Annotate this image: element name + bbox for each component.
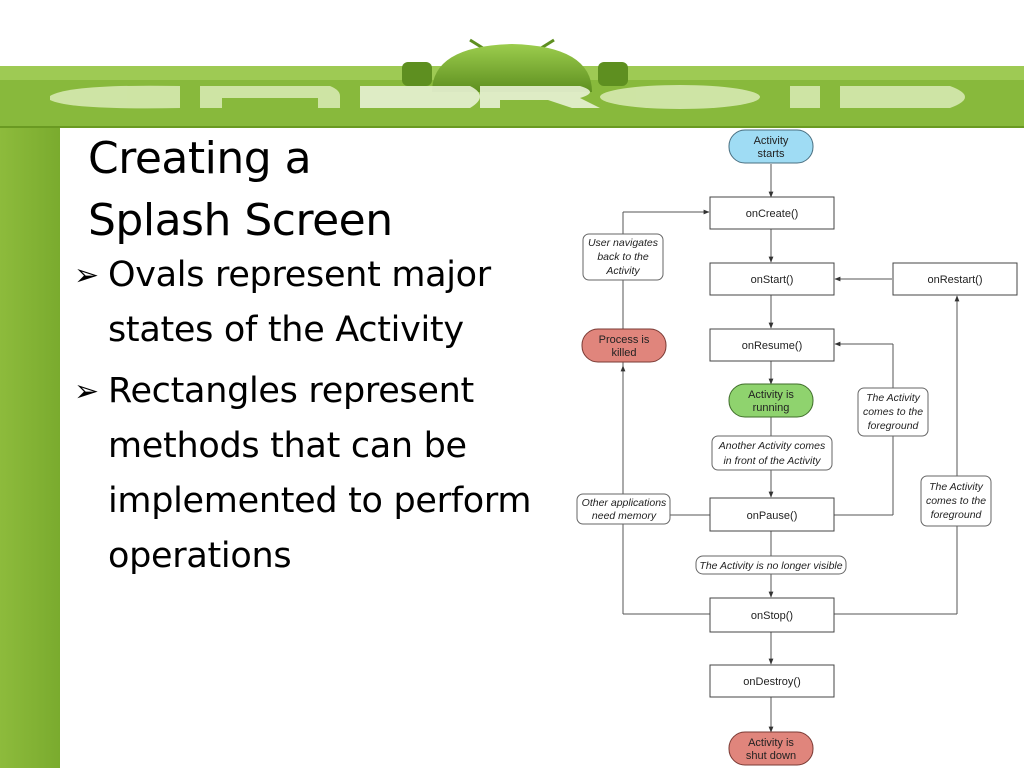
method-label: onCreate() — [746, 208, 799, 220]
android-wordmark-icon — [50, 85, 965, 109]
page-title: Creating a Splash Screen — [88, 128, 558, 252]
diagram-label: in front of the Activity — [723, 455, 821, 467]
activity-lifecycle-diagram: Activity starts Process is killed Activi… — [576, 129, 1018, 766]
diagram-label: foreground — [931, 509, 983, 521]
title-line: Creating a — [88, 133, 312, 184]
bullet-text: states of the Activity — [108, 310, 464, 350]
note-activity-foreground-2 — [920, 475, 992, 527]
diagram-label: starts — [758, 148, 785, 160]
method-on-destroy — [709, 664, 835, 698]
method-on-start — [709, 262, 835, 296]
diagram-label: The Activity — [866, 392, 921, 404]
method-label: onStart() — [751, 274, 794, 286]
state-activity-running: Activity is running — [728, 383, 814, 418]
method-on-restart — [892, 262, 1018, 296]
bullet-list: ➢ Ovals represent major states of the Ac… — [74, 248, 574, 590]
method-label: onResume() — [742, 340, 803, 352]
bullet-text: implemented to perform — [108, 481, 532, 521]
diagram-label: Other applications — [582, 497, 667, 509]
android-banner — [0, 0, 1024, 128]
diagram-label: running — [753, 402, 790, 414]
bullet-item: ➢ Rectangles represent methods that can … — [74, 364, 574, 584]
diagram-label: User navigates — [588, 237, 659, 249]
note-activity-foreground-1 — [857, 387, 929, 437]
arrow-bullet-icon: ➢ — [74, 258, 99, 293]
bullet-item: ➢ Ovals represent major states of the Ac… — [74, 248, 574, 358]
diagram-label: Activity is — [748, 737, 794, 749]
diagram-label: Process is — [599, 334, 650, 346]
diagram-label: need memory — [592, 510, 657, 522]
state-activity-starts: Activity starts — [728, 129, 814, 164]
diagram-label: foreground — [868, 420, 920, 432]
diagram-label: Another Activity comes — [718, 440, 826, 452]
arrow-bullet-icon: ➢ — [74, 374, 99, 409]
left-accent-bar — [0, 128, 60, 768]
method-label: onRestart() — [927, 274, 982, 286]
note-user-navigates-back — [582, 233, 664, 281]
note-no-longer-visible — [695, 555, 847, 575]
diagram-label: killed — [611, 347, 636, 359]
diagram-label: Activity — [754, 135, 789, 147]
state-process-killed: Process is killed — [581, 328, 667, 363]
method-on-create — [709, 196, 835, 230]
diagram-label: comes to the — [926, 495, 986, 507]
bullet-text: methods that can be — [108, 426, 467, 466]
method-label: onStop() — [751, 610, 793, 622]
diagram-label: comes to the — [863, 406, 923, 418]
android-head-icon — [402, 38, 628, 92]
diagram-label: back to the — [597, 251, 649, 263]
bullet-text: Ovals represent major — [108, 255, 491, 295]
diagram-label: shut down — [746, 750, 796, 762]
method-on-stop — [709, 597, 835, 633]
diagram-label: Activity is — [748, 389, 794, 401]
state-activity-shut-down: Activity is shut down — [728, 731, 814, 766]
bullet-text: operations — [108, 536, 292, 576]
diagram-label: Activity — [605, 265, 640, 277]
note-another-activity — [711, 435, 833, 471]
title-line: Splash Screen — [88, 195, 393, 246]
method-label: onPause() — [747, 510, 798, 522]
diagram-label: The Activity is no longer visible — [699, 560, 842, 572]
method-on-resume — [709, 328, 835, 362]
note-other-apps-memory — [576, 493, 671, 525]
bullet-text: Rectangles represent — [108, 371, 474, 411]
method-label: onDestroy() — [743, 676, 800, 688]
method-on-pause — [709, 497, 835, 532]
diagram-label: The Activity — [929, 481, 984, 493]
